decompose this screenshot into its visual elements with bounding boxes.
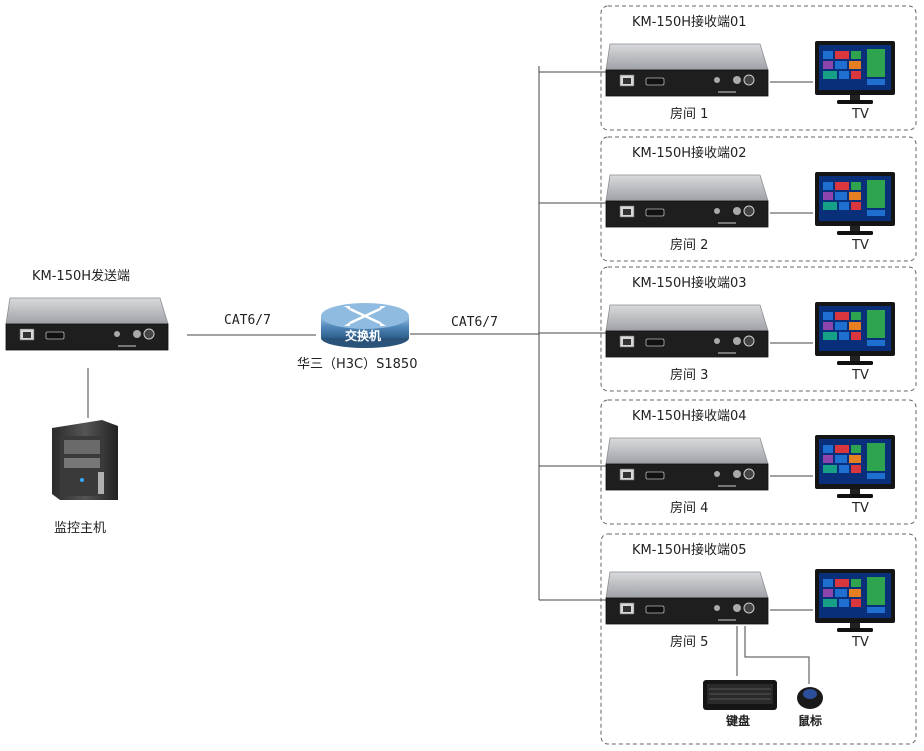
mouse-cable bbox=[744, 626, 810, 684]
switch-badge: 交换机 bbox=[345, 328, 381, 343]
receiver-frame bbox=[600, 399, 917, 525]
room-label: 房间 2 bbox=[670, 237, 708, 253]
receiver-device bbox=[605, 437, 769, 491]
receiver-device bbox=[605, 43, 769, 97]
tv-monitor-icon bbox=[815, 302, 895, 365]
right-cable-label: CAT6/7 bbox=[451, 315, 498, 330]
tv-label: TV bbox=[851, 238, 869, 253]
tv-label: TV bbox=[851, 501, 869, 516]
mouse-icon bbox=[797, 687, 823, 709]
receiver-frame bbox=[600, 266, 917, 392]
receiver-title: KM-150H接收端01 bbox=[632, 14, 747, 30]
tv-monitor-icon bbox=[815, 435, 895, 498]
receiver-device bbox=[605, 304, 769, 358]
room-label: 房间 3 bbox=[670, 367, 708, 383]
receiver-frame bbox=[600, 5, 917, 131]
sender-label: KM-150H发送端 bbox=[32, 268, 130, 284]
receiver-title: KM-150H接收端03 bbox=[632, 275, 747, 291]
room-label: 房间 1 bbox=[670, 106, 708, 122]
receiver-group-4: KM-150H接收端04 房间 4 TV bbox=[539, 399, 917, 525]
receiver-device bbox=[605, 571, 769, 625]
tv-monitor-icon bbox=[815, 569, 895, 632]
receiver-group-3: KM-150H接收端03 房间 3 TV bbox=[539, 266, 917, 392]
receiver-frame bbox=[600, 533, 917, 745]
receiver-title: KM-150H接收端05 bbox=[632, 542, 747, 558]
tv-label: TV bbox=[851, 635, 869, 650]
receiver-group-2: KM-150H接收端02 房间 2 TV bbox=[539, 136, 917, 262]
receiver-frame bbox=[600, 136, 917, 262]
tv-monitor-icon bbox=[815, 41, 895, 104]
room-label: 房间 5 bbox=[670, 634, 708, 650]
tv-label: TV bbox=[851, 368, 869, 383]
receiver-device bbox=[605, 174, 769, 228]
sender-device bbox=[5, 297, 169, 351]
receiver-title: KM-150H接收端02 bbox=[632, 145, 747, 161]
receiver-title: KM-150H接收端04 bbox=[632, 408, 747, 424]
tv-label: TV bbox=[851, 107, 869, 122]
host-label: 监控主机 bbox=[54, 521, 106, 536]
receiver-group-5: KM-150H接收端05 房间 5 TV bbox=[539, 533, 917, 745]
monitoring-host-pc bbox=[52, 420, 118, 500]
room-label: 房间 4 bbox=[670, 500, 708, 516]
network-switch bbox=[321, 303, 409, 348]
keyboard-icon bbox=[703, 680, 777, 710]
left-cable-label: CAT6/7 bbox=[224, 313, 271, 328]
mouse-label: 鼠标 bbox=[798, 713, 822, 728]
keyboard-label: 键盘 bbox=[725, 713, 750, 728]
receiver-group-1: KM-150H接收端01 房间 1 TV bbox=[539, 5, 917, 131]
tv-monitor-icon bbox=[815, 172, 895, 235]
switch-model: 华三（H3C）S1850 bbox=[297, 357, 417, 372]
